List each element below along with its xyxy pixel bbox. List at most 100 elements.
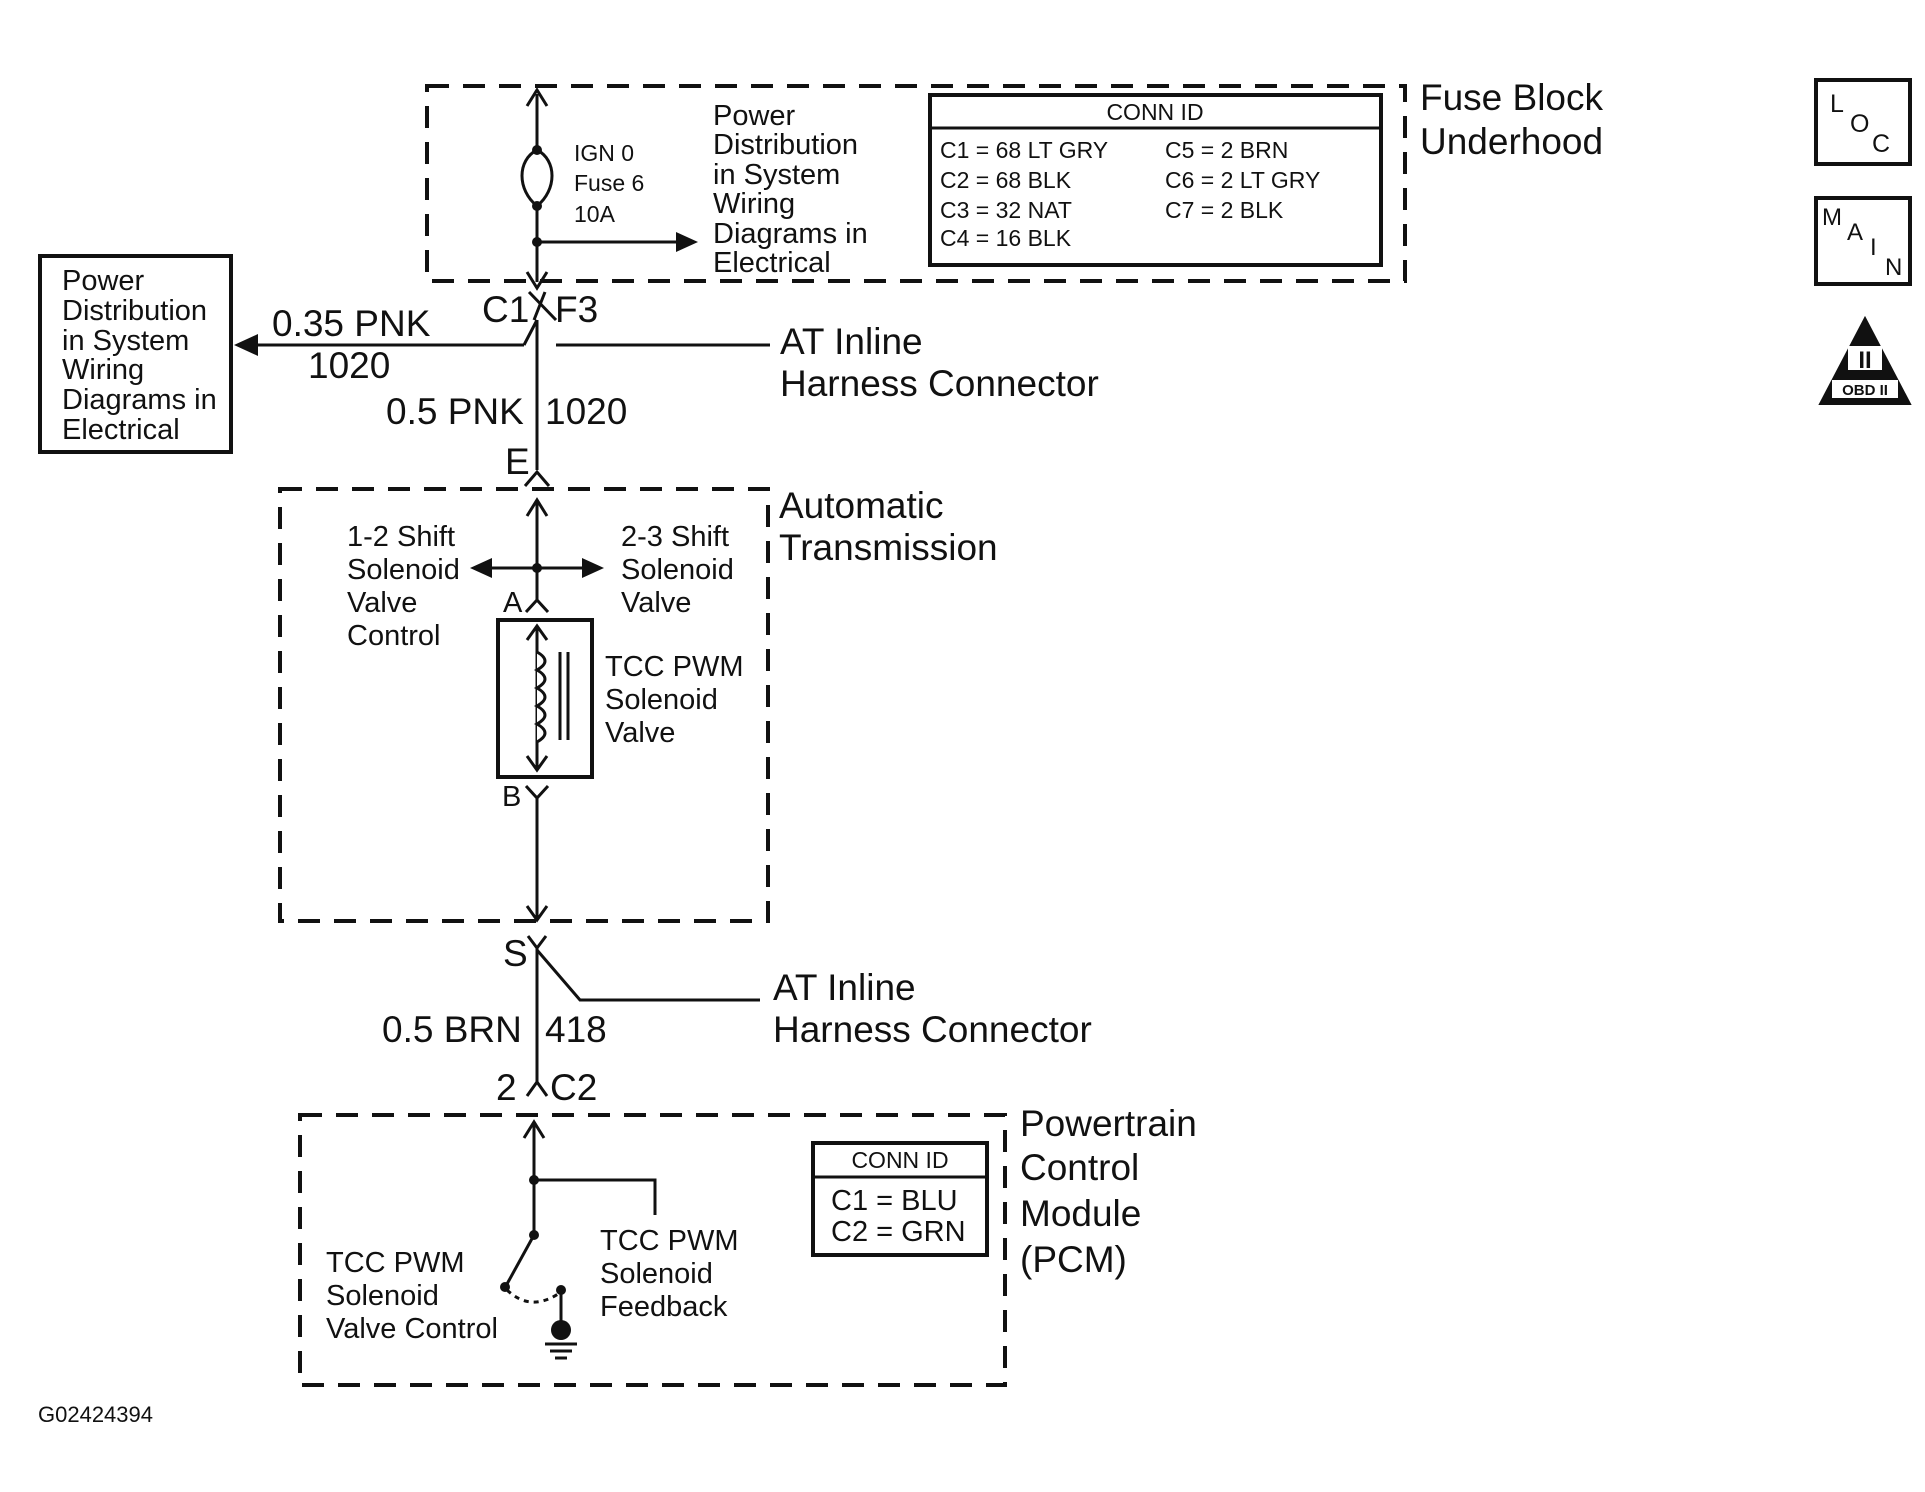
connector-symbol [527,290,558,322]
tcc-feedback-label: Solenoid [600,1258,713,1290]
obd-ii-badge [1848,346,1882,370]
power-dist-box: Power Distribution in System Wiring Diag… [38,254,233,454]
tcc-feedback-label: Feedback [600,1291,728,1323]
conn-id-entry: C1 = 68 LT GRY [940,137,1108,163]
conn-id-entry: C3 = 32 NAT [940,197,1072,223]
pin-2-label: 2 [496,1067,517,1108]
tcc-solenoid-label: Solenoid [605,684,718,716]
pcm-boundary [298,1113,1007,1387]
powertrain-control-module: Powertrain Control Module (PCM) TCC PWM … [298,1103,1197,1387]
tcc-control-label: Valve Control [326,1313,498,1345]
loc-icon[interactable]: L O C [1814,78,1912,166]
loc-icon-letter: O [1850,110,1869,138]
fuse-block-label: Fuse Block [1420,77,1604,118]
conn-id-entry: C2 = GRN [831,1216,966,1248]
main-icon-letter: A [1847,219,1863,246]
figure-id: G02424394 [38,1402,153,1427]
connector-label: AT Inline [773,967,916,1008]
pcm-label: (PCM) [1020,1239,1127,1280]
obd-ii-icon[interactable]: II OBD II [1818,315,1912,405]
power-dist-box-outline [38,254,233,454]
connector-pin-icon [524,784,550,801]
obd-ii-numeral: II [1858,347,1871,374]
power-dist-text: Diagrams in [62,384,217,416]
fuse-icon [520,148,554,208]
arrow-right-icon [676,232,698,252]
automatic-transmission: Automatic Transmission 1-2 Shift Solenoi… [278,485,998,923]
power-dist-text: Power [62,265,145,297]
arrow-down-icon [525,755,549,773]
connector-pin-icon [524,597,550,614]
wire-circuit-label: 1020 [545,391,627,432]
connector-c1-label: C1 [482,289,529,330]
pin-s-label: S [503,933,528,974]
arrow-up-icon [525,623,549,641]
wire-gauge-label: 0.5 BRN [382,1009,522,1050]
connector-leader-line [535,949,760,1002]
power-dist-text: Distribution [62,295,207,327]
fuse-block-conn-id-table: CONN ID C1 = 68 LT GRY C2 = 68 BLK C3 = … [928,93,1383,267]
switch-actuator-link [505,1288,559,1304]
arrow-up-icon [525,497,549,517]
wire-gauge-label: 0.5 PNK [386,391,524,432]
connector-label: Harness Connector [780,363,1099,404]
arrow-up-icon [525,87,549,107]
at-inline-connector-top: C1 F3 0.35 PNK 1020 AT Inline Harness Co… [234,289,1099,487]
ground-icon [551,1320,571,1340]
fuse-number: Fuse 6 [574,170,644,196]
pin-a-label: A [503,587,523,619]
pcm-label: Control [1020,1147,1139,1188]
arrow-down-icon [525,271,549,291]
switch-icon [505,1234,536,1285]
feedback-wire [534,1178,657,1215]
fuse-name: IGN 0 [574,140,634,166]
connector-pin-icon [525,1079,549,1097]
solenoid-coil-icon [533,650,547,744]
shift-12-label: 1-2 Shift [347,521,455,553]
pcm-label: Powertrain [1020,1103,1197,1144]
obd-ii-label: OBD II [1842,382,1888,399]
conn-id-title: CONN ID [1106,99,1203,125]
conn-id-entry: C6 = 2 LT GRY [1165,167,1320,193]
pin-b-label: B [502,781,521,813]
tcc-solenoid-label: Valve [605,717,675,749]
shift-12-label: Solenoid [347,554,460,586]
connector-c2-label: C2 [550,1067,597,1108]
fuse-block-label: Underhood [1420,121,1603,162]
conn-id-entry: C4 = 16 BLK [940,225,1072,251]
tcc-solenoid-label: TCC PWM [605,651,744,683]
tcc-feedback-label: TCC PWM [600,1225,739,1257]
power-dist-ref: Distribution [713,129,858,161]
shift-12-label: Control [347,620,441,652]
main-icon[interactable]: M A I N [1814,196,1912,286]
tcc-control-label: TCC PWM [326,1247,465,1279]
main-icon-letter: I [1870,234,1877,261]
power-dist-text: Wiring [62,354,144,386]
transmission-boundary [278,487,770,923]
obd-ii-label-box [1832,380,1898,398]
shift-12-label: Valve [347,587,417,619]
main-icon-letter: M [1822,204,1842,231]
shift-23-label: 2-3 Shift [621,521,729,553]
power-dist-ref: in System [713,159,840,191]
connector-f3-label: F3 [555,289,598,330]
fuse-block-boundary [425,84,1407,283]
conn-id-entry: C2 = 68 BLK [940,167,1072,193]
power-dist-ref: Power [713,100,796,132]
tcc-solenoid-box [496,618,594,779]
wire-gauge-label: 0.35 PNK [272,303,431,344]
loc-icon-letter: C [1872,130,1890,158]
at-inline-connector-bottom: S AT Inline Harness Connector 0.5 BRN 41… [382,933,1092,1108]
power-dist-text: Electrical [62,414,180,446]
pin-e-label: E [505,441,530,482]
arrow-up-icon [522,1119,546,1139]
shift-23-label: Valve [621,587,691,619]
transmission-label: Transmission [779,527,998,568]
conn-id-entry: C5 = 2 BRN [1165,137,1288,163]
conn-id-box [811,1141,989,1257]
connector-pin-icon [526,935,548,951]
main-icon-frame [1814,196,1912,286]
wire-circuit-label: 418 [545,1009,607,1050]
tcc-control-label: Solenoid [326,1280,439,1312]
